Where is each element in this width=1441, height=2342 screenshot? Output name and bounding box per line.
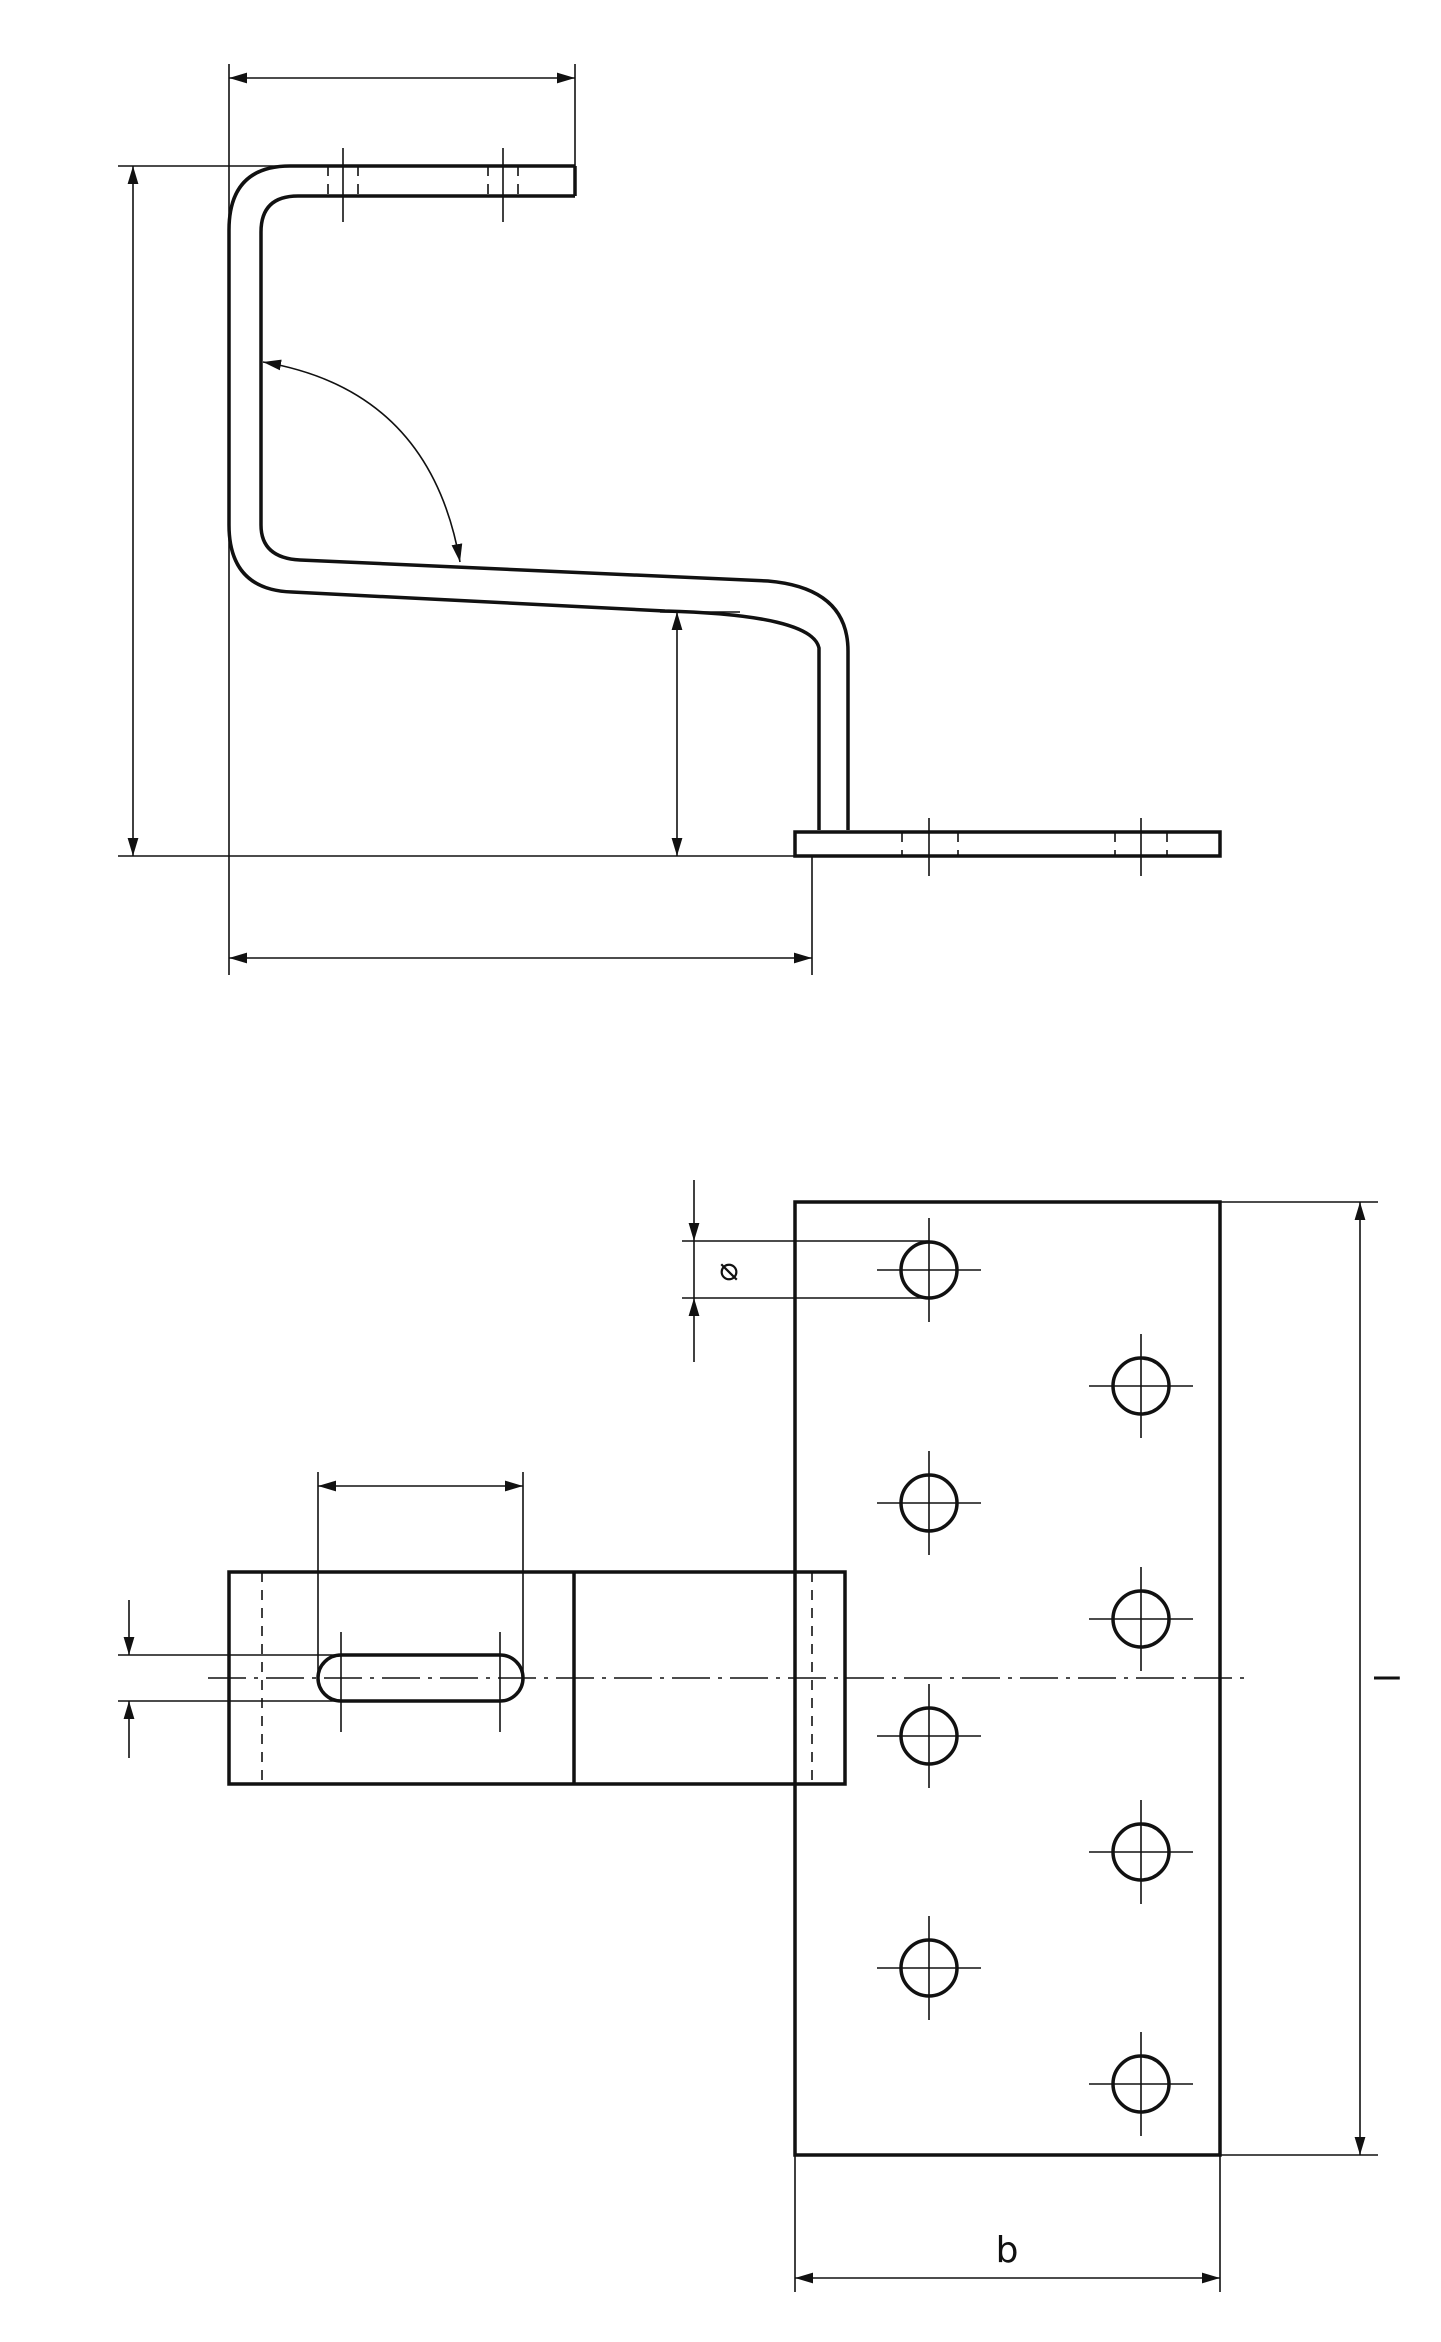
bracket-inner-profile [259, 194, 850, 830]
bolt-hole [877, 1916, 981, 2020]
holes [877, 1218, 1193, 2136]
bottom-flange [793, 830, 1222, 858]
length-label: l [1369, 1673, 1409, 1682]
bracket-outer-profile [227, 164, 821, 830]
plan-view: ⌀ b l [118, 1180, 1409, 2292]
bolt-hole [1089, 1334, 1193, 1438]
diameter-label: ⌀ [707, 1262, 745, 1281]
side-view [118, 64, 1222, 975]
bolt-hole [877, 1218, 981, 1322]
width-label: b [996, 2230, 1019, 2271]
bolt-hole [877, 1451, 981, 1555]
bolt-hole [1089, 1800, 1193, 1904]
bolt-hole [1089, 1567, 1193, 1671]
dim-angle-arc [262, 359, 463, 563]
bolt-hole [877, 1684, 981, 1788]
bolt-hole [1089, 2032, 1193, 2136]
